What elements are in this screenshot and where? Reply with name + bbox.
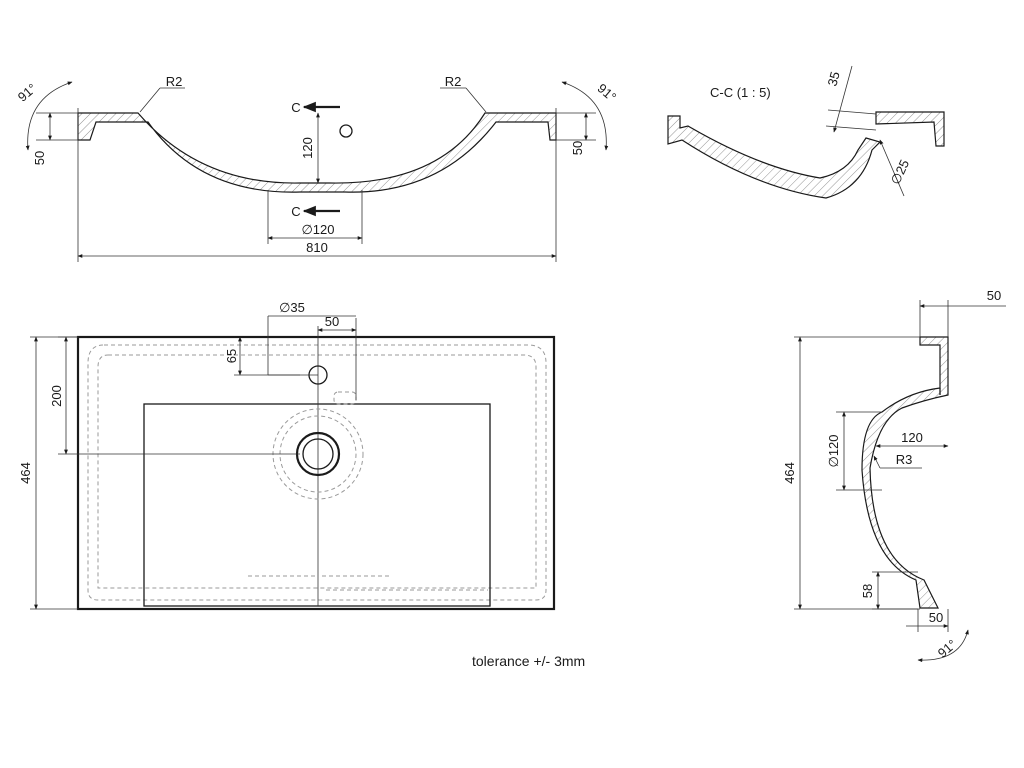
side-drain-width: 120 (901, 430, 923, 445)
side-bottom-height: 58 (860, 584, 875, 598)
side-radius: R3 (896, 452, 913, 467)
front-right-radius: R2 (445, 74, 462, 89)
front-section-mark-top: C (291, 100, 300, 115)
front-section-mark-bottom: C (291, 204, 300, 219)
front-overall-width: 810 (306, 240, 328, 255)
front-left-radius: R2 (166, 74, 183, 89)
top-outer-outline (76, 335, 556, 611)
section-view: C-C (1 : 5) 35 ∅25 (667, 65, 945, 199)
side-bottom-rim: 50 (929, 610, 943, 625)
side-view: 50 464 ∅120 120 R3 58 50 91° (782, 288, 1006, 663)
top-drain-from-top: 200 (49, 385, 64, 407)
front-depth: 120 (300, 137, 315, 159)
top-view: ∅35 50 65 200 464 (18, 300, 556, 611)
section-overflow-dim: 35 (825, 70, 843, 88)
tolerance-note: tolerance +/- 3mm (472, 653, 585, 669)
top-basin-outline (143, 403, 491, 607)
side-drain-diameter: ∅120 (826, 434, 841, 467)
front-drain-diameter: ∅120 (301, 222, 334, 237)
side-angle: 91° (935, 636, 960, 660)
section-body (667, 115, 882, 199)
top-overflow-from-top: 65 (224, 349, 239, 363)
front-left-rim-height: 50 (32, 151, 47, 165)
section-title: C-C (1 : 5) (710, 85, 771, 100)
front-view: 810 ∅120 120 C C 50 50 91° 91° R2 (15, 74, 619, 262)
top-overflow-offset: 50 (325, 314, 339, 329)
section-hole-diameter: ∅25 (888, 157, 912, 187)
side-top-rim: 50 (987, 288, 1001, 303)
front-left-angle: 91° (15, 80, 40, 104)
top-overall-depth: 464 (18, 462, 33, 484)
front-right-angle: 91° (595, 80, 620, 104)
side-overall-depth: 464 (782, 462, 797, 484)
side-section-body (861, 336, 949, 609)
top-overflow-diameter: ∅35 (279, 300, 305, 315)
front-basin-section (77, 112, 557, 193)
front-right-rim-height: 50 (570, 141, 585, 155)
section-rim-right (875, 111, 945, 147)
